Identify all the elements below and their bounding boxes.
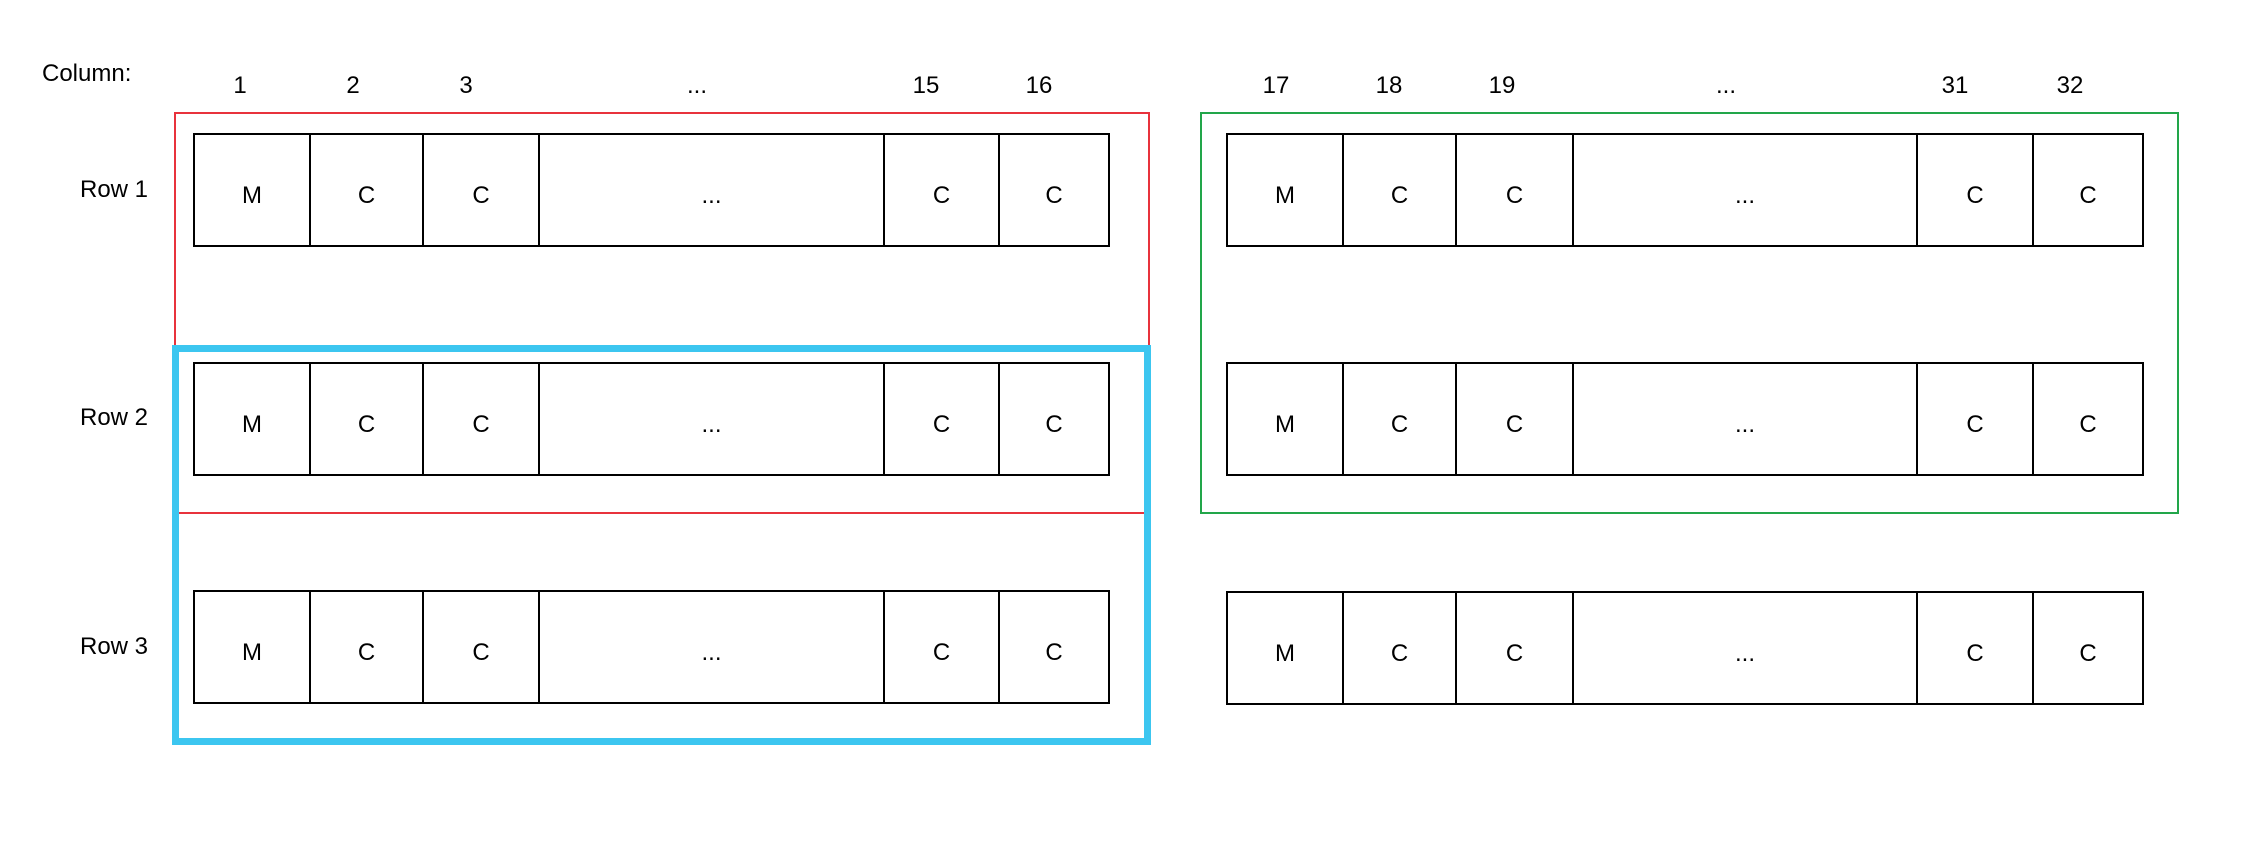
cell-c: C xyxy=(885,592,1000,702)
column-label: 1 xyxy=(233,72,247,99)
green-group-frame xyxy=(1200,112,2179,514)
cell-c: C xyxy=(1344,593,1457,703)
cell-m: M xyxy=(1228,593,1344,703)
cell-c: C xyxy=(1918,593,2034,703)
cell-c: C xyxy=(424,592,540,702)
cell-c: C xyxy=(311,135,424,245)
cell-ellipsis: ... xyxy=(1574,364,1918,474)
cell-c: C xyxy=(1457,135,1574,245)
column-label: 16 xyxy=(1025,72,1053,99)
cell-c: C xyxy=(1045,182,1063,209)
cell-c: C xyxy=(1918,364,2034,474)
cell-c: C xyxy=(885,135,1000,245)
cell-ellipsis: ... xyxy=(540,364,885,474)
cell-m: M xyxy=(1228,135,1344,245)
cell-m: M xyxy=(1228,364,1344,474)
column-label: 2 xyxy=(346,72,360,99)
cell-c: C xyxy=(311,364,424,474)
memory-strip-row2-left: M C C ... C C xyxy=(193,362,1110,476)
cell-c: C xyxy=(2079,640,2097,667)
memory-strip-row3-right: M C C ... C C xyxy=(1226,591,2144,705)
column-label: ... xyxy=(686,72,707,99)
blue-group-frame xyxy=(172,345,1151,745)
cell-c: C xyxy=(424,364,540,474)
cell-m: M xyxy=(195,135,311,245)
cell-c: C xyxy=(885,364,1000,474)
row-label-3: Row 3 xyxy=(80,633,149,660)
cell-c: C xyxy=(1344,135,1457,245)
cell-m: M xyxy=(195,364,311,474)
cell-c: C xyxy=(1045,639,1063,666)
memory-strip-row3-left: M C C ... C C xyxy=(193,590,1110,704)
cell-c: C xyxy=(1457,593,1574,703)
column-label: 18 xyxy=(1375,72,1403,99)
cell-c: C xyxy=(1344,364,1457,474)
column-label: 31 xyxy=(1941,72,1969,99)
row-label-1: Row 1 xyxy=(80,176,149,203)
memory-strip-row1-left: M C C ... C C xyxy=(193,133,1110,247)
cell-c: C xyxy=(1457,364,1574,474)
memory-strip-row1-right: M C C ... C C xyxy=(1226,133,2144,247)
column-label: 32 xyxy=(2056,72,2084,99)
cell-c: C xyxy=(2079,411,2097,438)
cell-c: C xyxy=(424,135,540,245)
column-label: 3 xyxy=(459,72,473,99)
cell-c: C xyxy=(311,592,424,702)
cell-ellipsis: ... xyxy=(1574,135,1918,245)
column-label: 17 xyxy=(1262,72,1290,99)
column-header-label: Column: xyxy=(42,60,132,87)
red-group-frame xyxy=(174,112,1150,514)
cell-c: C xyxy=(2079,182,2097,209)
cell-c: C xyxy=(1045,411,1063,438)
row-label-2: Row 2 xyxy=(80,404,149,431)
memory-strip-row2-right: M C C ... C C xyxy=(1226,362,2144,476)
column-label: 19 xyxy=(1488,72,1516,99)
cell-ellipsis: ... xyxy=(540,135,885,245)
cell-ellipsis: ... xyxy=(1574,593,1918,703)
cell-m: M xyxy=(195,592,311,702)
column-label: ... xyxy=(1715,72,1736,99)
column-label: 15 xyxy=(912,72,940,99)
cell-ellipsis: ... xyxy=(540,592,885,702)
cell-c: C xyxy=(1918,135,2034,245)
